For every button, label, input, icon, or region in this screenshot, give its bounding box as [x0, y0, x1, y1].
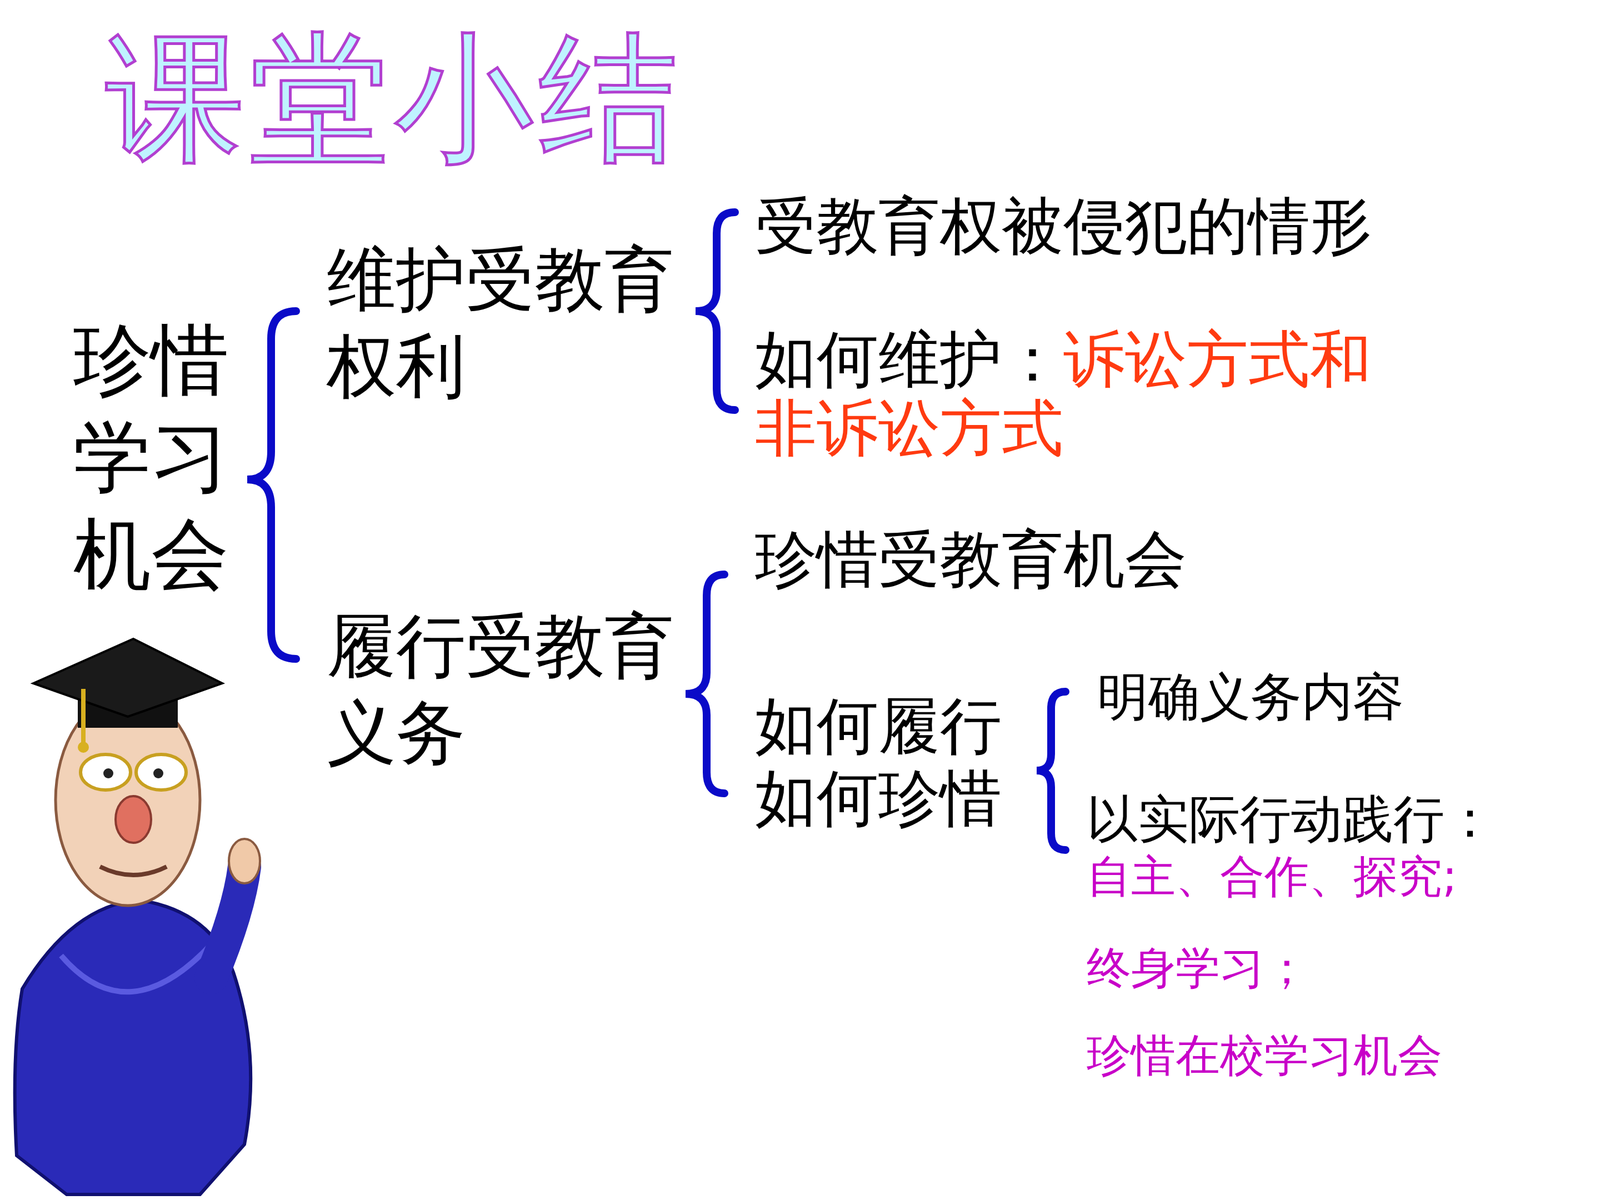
summary-label: 以实际行动践行： — [1086, 788, 1496, 850]
summary-label: 如何履行 — [755, 688, 1002, 763]
brace — [685, 574, 725, 794]
summary-label: 珍惜学习机会 — [73, 311, 233, 603]
professor-figure — [15, 638, 260, 1195]
summary-label: 履行受教育义务 — [326, 602, 678, 777]
summary-label: 如何维护： — [755, 323, 1064, 395]
label-line: 如何维护：诉讼方式和非诉讼方式 — [755, 325, 1394, 464]
summary-label: 受教育权被侵犯的情形 — [755, 188, 1372, 263]
summary-label: 明确义务内容 — [1097, 666, 1404, 728]
summary-label: 如何珍惜 — [755, 761, 1002, 835]
brace — [247, 311, 297, 659]
summary-label: 珍惜在校学习机会 — [1086, 1028, 1443, 1083]
summary-label: 珍惜受教育机会 — [755, 522, 1187, 597]
summary-label: 维护受教育权利 — [326, 236, 678, 410]
brace — [695, 212, 735, 410]
slide-title: 课堂小结 — [105, 22, 684, 175]
summary-label: 自主、合作、探究; — [1086, 850, 1458, 904]
summary-label: 终身学习； — [1086, 941, 1309, 995]
brace — [1036, 691, 1066, 850]
